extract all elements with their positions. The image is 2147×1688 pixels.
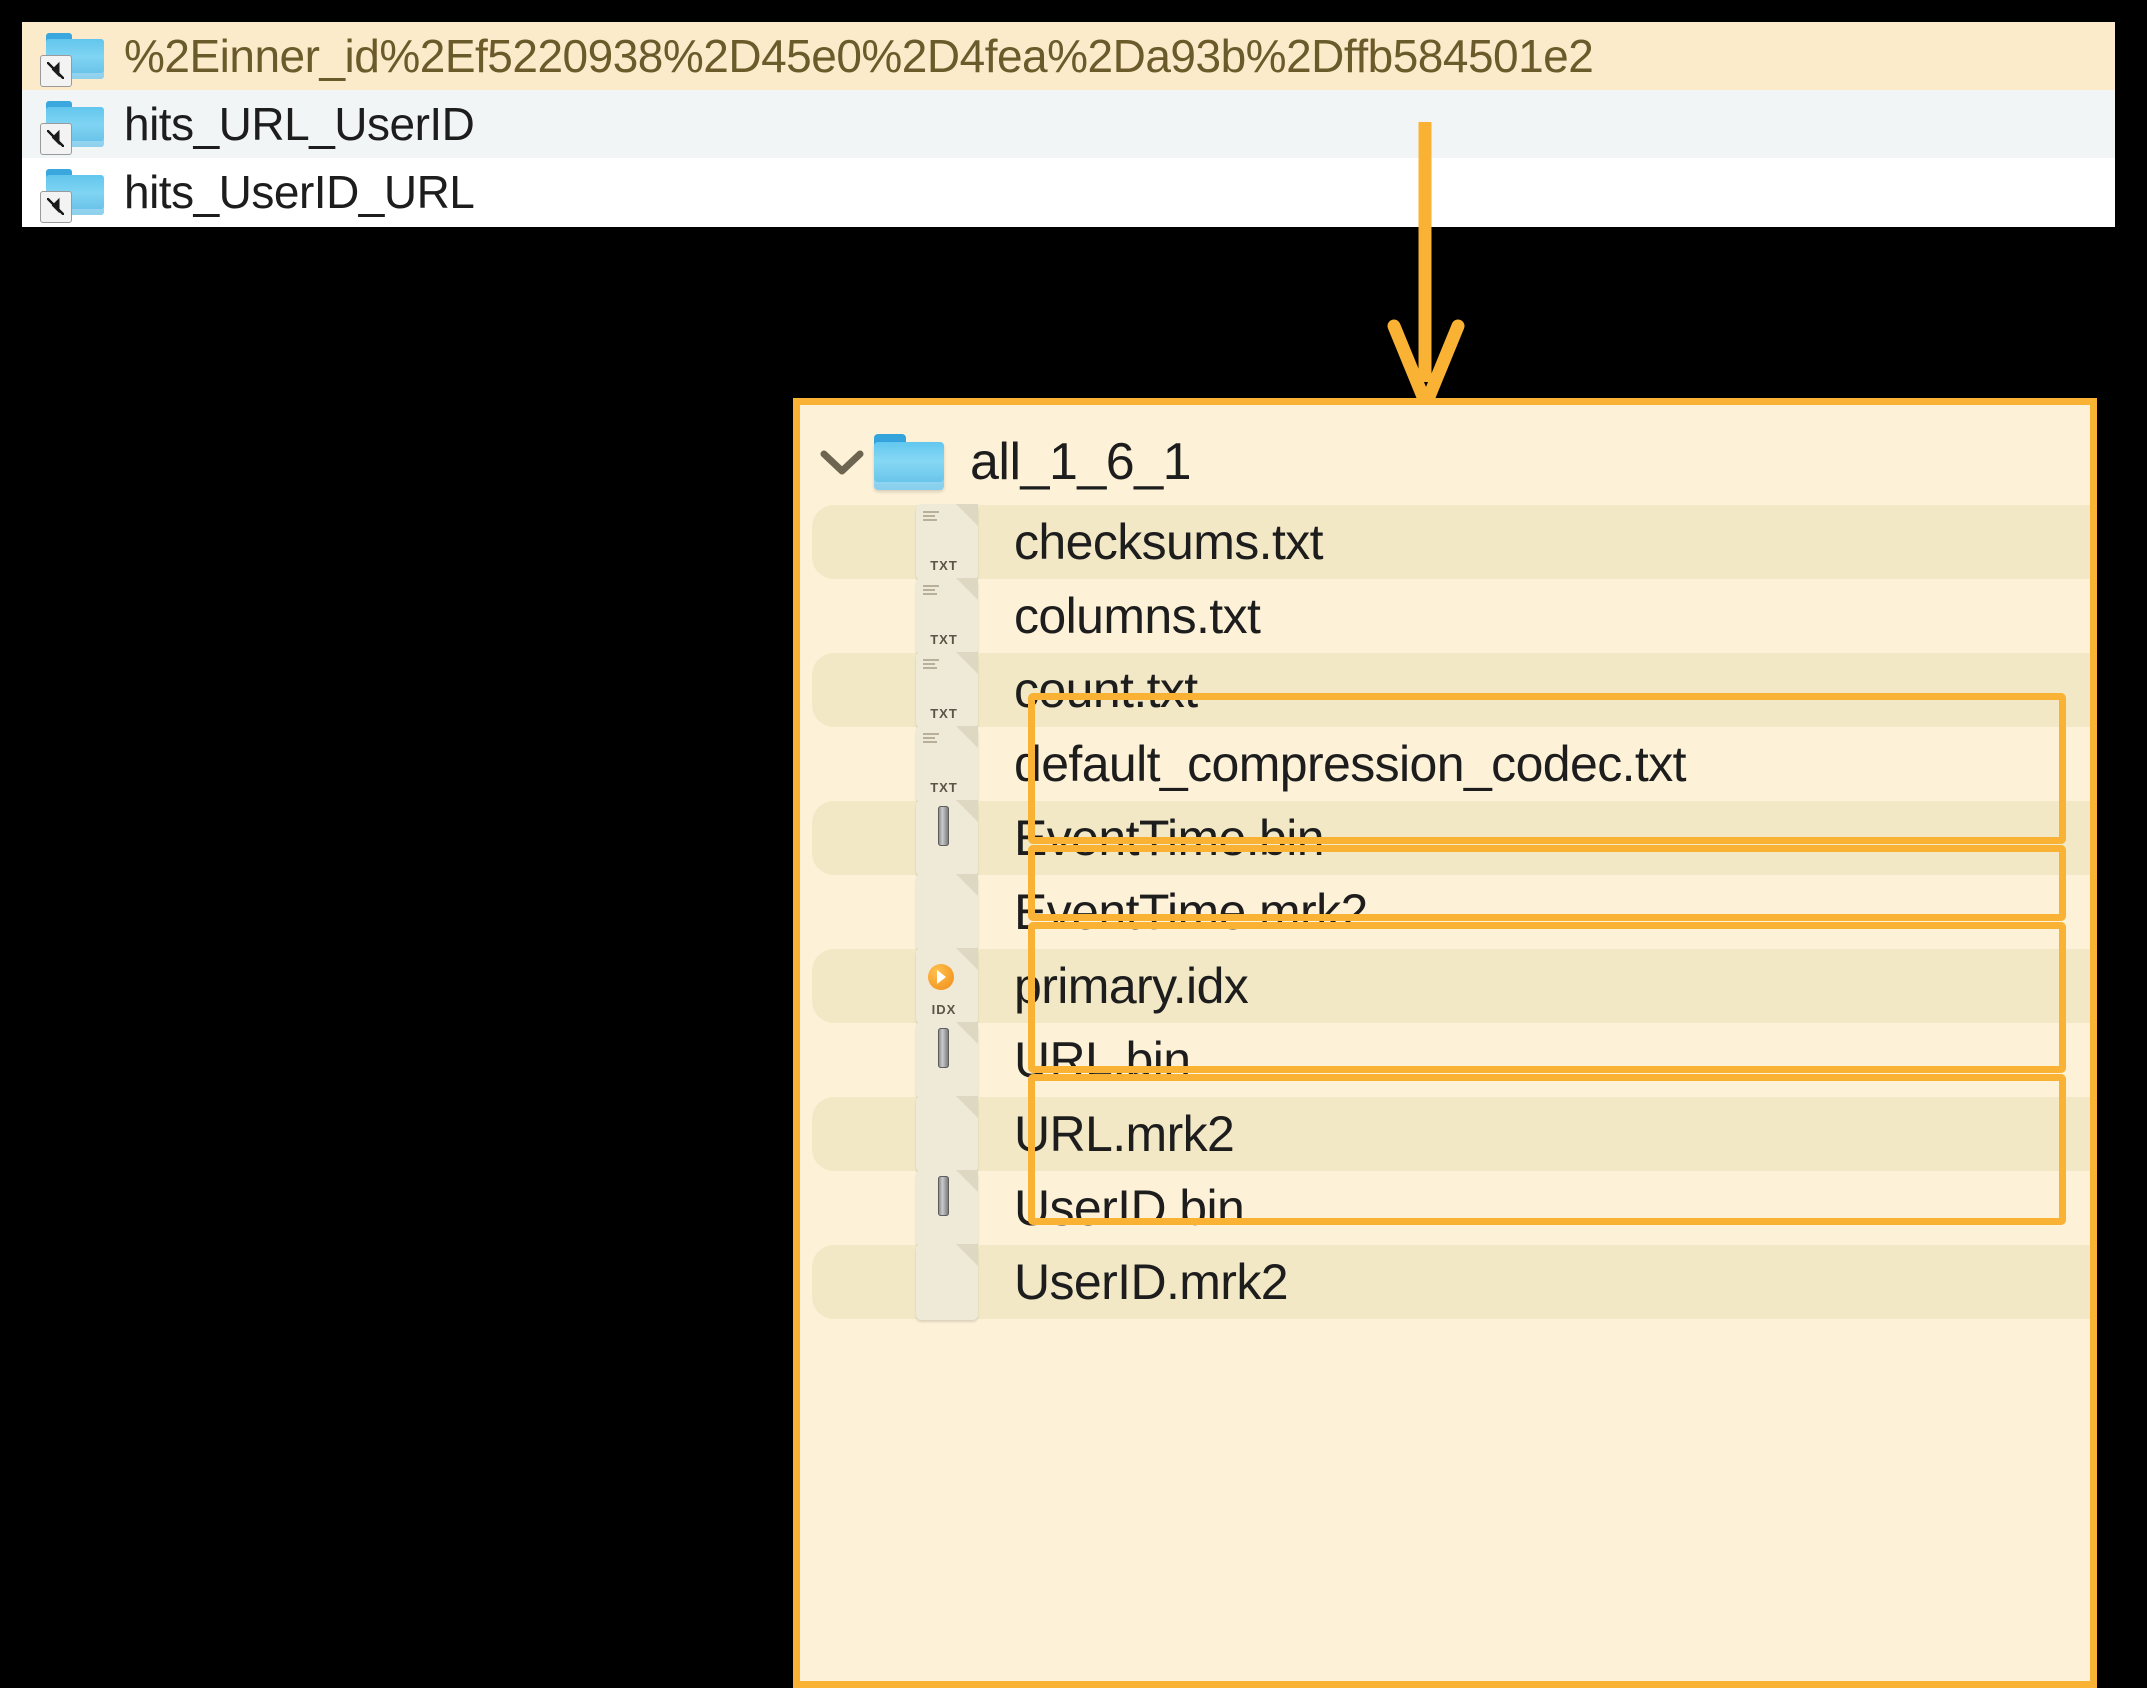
file-name-label: count.txt — [1014, 662, 1198, 718]
list-item-label: hits_UserID_URL — [124, 166, 475, 218]
list-item-label: %2Einner_id%2Ef5220938%2D45e0%2D4fea%2Da… — [124, 30, 1594, 82]
blank-file-icon — [914, 874, 980, 950]
file-row-primary-idx[interactable]: IDX primary.idx — [800, 948, 2090, 1024]
bin-file-icon — [914, 1170, 980, 1246]
chevron-down-icon[interactable] — [814, 447, 870, 477]
list-item[interactable]: hits_URL_UserID — [22, 90, 2115, 158]
idx-file-icon: IDX — [914, 948, 980, 1024]
bin-file-icon — [914, 1022, 980, 1098]
file-row-columns[interactable]: TXT columns.txt — [800, 578, 2090, 654]
file-name-label: UserID.mrk2 — [1014, 1254, 1289, 1310]
blank-file-icon — [914, 1244, 980, 1320]
file-tree: all_1_6_1 TXT checksums.txt TXT columns.… — [800, 405, 2090, 1320]
file-name-label: primary.idx — [1014, 958, 1249, 1014]
file-row-userid-mrk2[interactable]: UserID.mrk2 — [800, 1244, 2090, 1320]
file-row-eventtime-bin[interactable]: EventTime.bin — [800, 800, 2090, 876]
file-row-eventtime-mrk2[interactable]: EventTime.mrk2 — [800, 874, 2090, 950]
list-item-label: hits_URL_UserID — [124, 98, 475, 150]
file-name-label: checksums.txt — [1014, 514, 1324, 570]
file-name-label: URL.bin — [1014, 1032, 1191, 1088]
folder-link-icon — [40, 169, 104, 223]
file-name-label: UserID.bin — [1014, 1180, 1245, 1236]
blank-file-icon — [914, 1096, 980, 1172]
file-name-label: columns.txt — [1014, 588, 1261, 644]
file-name-label: EventTime.mrk2 — [1014, 884, 1368, 940]
list-item[interactable]: %2Einner_id%2Ef5220938%2D45e0%2D4fea%2Da… — [22, 22, 2115, 90]
file-row-default-compression-codec[interactable]: TXT default_compression_codec.txt — [800, 726, 2090, 802]
bin-file-icon — [914, 800, 980, 876]
file-name-label: URL.mrk2 — [1014, 1106, 1235, 1162]
file-row-userid-bin[interactable]: UserID.bin — [800, 1170, 2090, 1246]
file-row-count[interactable]: TXT count.txt — [800, 652, 2090, 728]
part-directory-listing-panel: all_1_6_1 TXT checksums.txt TXT columns.… — [793, 398, 2097, 1688]
folder-name-label: all_1_6_1 — [970, 433, 1192, 491]
txt-file-icon: TXT — [914, 578, 980, 654]
txt-file-icon: TXT — [914, 504, 980, 580]
list-item[interactable]: hits_UserID_URL — [22, 158, 2115, 226]
file-name-label: default_compression_codec.txt — [1014, 736, 1686, 792]
file-name-label: EventTime.bin — [1014, 810, 1325, 866]
file-row-checksums[interactable]: TXT checksums.txt — [800, 504, 2090, 580]
file-row-url-mrk2[interactable]: URL.mrk2 — [800, 1096, 2090, 1172]
file-row-url-bin[interactable]: URL.bin — [800, 1022, 2090, 1098]
down-arrow-connector — [1387, 122, 1465, 410]
txt-file-icon: TXT — [914, 652, 980, 728]
folder-icon — [874, 434, 944, 490]
folder-link-icon — [40, 33, 104, 87]
folder-link-icon — [40, 101, 104, 155]
txt-file-icon: TXT — [914, 726, 980, 802]
tree-folder-all_1_6_1[interactable]: all_1_6_1 — [800, 419, 2090, 505]
symlink-folder-list-panel: %2Einner_id%2Ef5220938%2D45e0%2D4fea%2Da… — [22, 22, 2115, 227]
